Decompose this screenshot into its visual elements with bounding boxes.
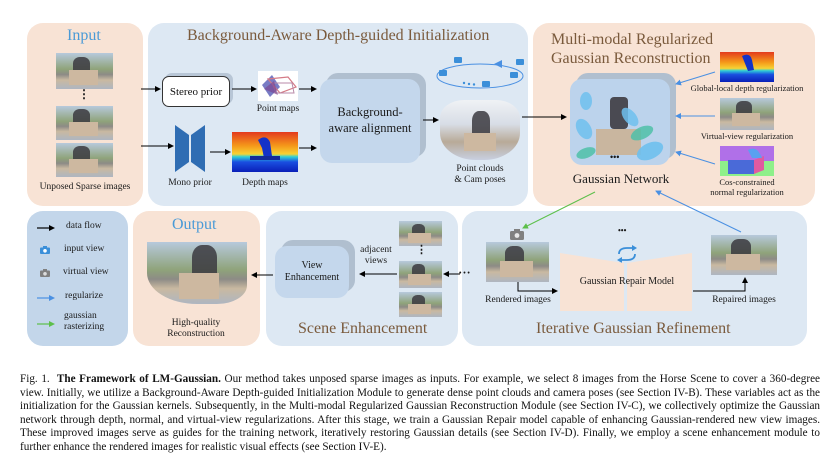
legend-input-view: input view <box>64 244 105 254</box>
adjacent-view-1 <box>399 221 442 246</box>
point-maps-label: Point maps <box>256 104 300 114</box>
initialization-title: Background-Aware Depth-guided Initializa… <box>187 27 490 44</box>
mono-prior-icon <box>175 125 205 172</box>
adjacent-vdots: ⋮ <box>416 244 427 256</box>
blue-arrow-icon <box>37 295 55 301</box>
arrow-depth-reg <box>675 71 716 86</box>
caption-fig-label: Fig. 1. <box>20 373 50 385</box>
input-image-2 <box>56 106 113 140</box>
virtual-reg-label: Virtual-view regularization <box>700 131 794 141</box>
gaussian-network-box: ••• <box>570 79 670 165</box>
view-enhancement-line2: Enhancement <box>284 272 340 283</box>
virtual-view-image <box>720 98 774 130</box>
depth-reg-label: Global-local depth regularization <box>690 83 804 93</box>
rendered-image <box>486 242 549 282</box>
depth-maps-label: Depth maps <box>242 178 288 188</box>
camera-orbit <box>436 57 524 89</box>
point-maps-image <box>258 71 298 101</box>
depth-maps-image <box>232 132 298 172</box>
repair-model-label: Gaussian Repair Model <box>579 276 675 287</box>
gaussian-network-label: Gaussian Network <box>572 171 670 186</box>
figure-caption: Fig. 1. The Framework of LM-Gaussian. Ou… <box>20 373 820 455</box>
iterative-refinement-title: Iterative Gaussian Refinement <box>536 320 731 337</box>
legend-virtual-view: virtual view <box>63 267 109 277</box>
gray-camera-icon <box>40 269 50 277</box>
point-clouds-line1: Point clouds <box>456 164 504 174</box>
mono-prior-label: Mono prior <box>168 178 212 188</box>
adjacent-view-3 <box>399 292 442 317</box>
legend-regularize: regularize <box>65 291 103 301</box>
input-image-3 <box>56 143 113 177</box>
adjacent-views-label: adjacent views <box>356 245 396 267</box>
gaussian-repair-model-shape <box>560 253 692 311</box>
point-clouds-label: Point clouds & Cam poses <box>440 164 520 186</box>
point-clouds-line2: & Cam poses <box>454 174 506 185</box>
output-image <box>147 242 247 304</box>
green-arrow-icon <box>37 321 55 327</box>
input-image-1 <box>56 53 113 89</box>
point-cloud-image <box>440 100 520 160</box>
alignment-label: Background-aware alignment <box>328 105 412 135</box>
input-caption: Unposed Sparse images <box>39 182 131 192</box>
normal-reg-image <box>720 146 774 176</box>
view-enhancement-line1: View <box>301 259 323 271</box>
view-enhancement-box: View Enhancement <box>275 246 349 298</box>
adjacent-line2: views <box>364 255 388 266</box>
arrow-normal-reg <box>675 150 716 165</box>
scene-enhancement-title: Scene Enhancement <box>298 320 428 337</box>
rendered-images-label: Rendered images <box>485 295 551 305</box>
legend-raster-line2: rasterizing <box>64 321 105 332</box>
legend-data-flow: data flow <box>66 221 102 231</box>
arrow-network-to-rendered <box>522 191 596 229</box>
arrow-rendered-to-repair <box>517 282 558 294</box>
caption-title: The Framework of LM-Gaussian. <box>56 373 221 385</box>
legend-gaussian-rasterizing: gaussian rasterizing <box>64 311 104 333</box>
arrow-repair-to-repaired <box>693 277 748 292</box>
output-caption: High-quality Reconstruction <box>140 318 252 340</box>
scene-dots: • • • <box>459 269 470 277</box>
output-caption-line1: High-quality <box>171 318 221 328</box>
legend-raster-line1: gaussian <box>64 311 97 321</box>
gaussian-ellipsoids <box>575 92 664 161</box>
reconstruction-title: Multi-modal Regularized Gaussian Reconst… <box>551 30 713 68</box>
stereo-prior-label: Stereo prior <box>169 85 223 98</box>
reconstruction-title-line2: Gaussian Reconstruction <box>551 50 711 67</box>
stereo-prior-box: Stereo prior <box>162 76 230 107</box>
output-title: Output <box>172 216 217 233</box>
blue-camera-icon <box>40 246 50 254</box>
repaired-images-label: Repaired images <box>712 295 776 305</box>
refresh-cycle-icon <box>617 245 637 263</box>
refine-ellipsis: ••• <box>618 226 627 235</box>
input-title: Input <box>67 27 101 44</box>
repaired-image <box>711 235 777 275</box>
network-ellipsis: ••• <box>610 152 620 162</box>
adjacent-line1: adjacent <box>360 245 392 255</box>
normal-reg-line1: Cos-constrained <box>719 177 775 187</box>
virtual-camera-icon <box>510 229 524 240</box>
normal-reg-line2: normal regularization <box>710 186 784 197</box>
arrow-repaired-to-network <box>655 190 742 233</box>
input-vdots: ⋮ <box>78 87 90 101</box>
normal-reg-label: Cos-constrained normal regularization <box>700 177 794 198</box>
caption-body: Our method takes unposed sparse images a… <box>20 373 820 453</box>
black-arrow-icon <box>37 225 55 231</box>
adjacent-view-2 <box>399 261 442 288</box>
depth-reg-image <box>720 52 774 82</box>
background-aware-alignment-box: Background-aware alignment <box>320 79 420 163</box>
output-caption-line2: Reconstruction <box>167 328 225 339</box>
reconstruction-title-line1: Multi-modal Regularized <box>551 31 714 48</box>
